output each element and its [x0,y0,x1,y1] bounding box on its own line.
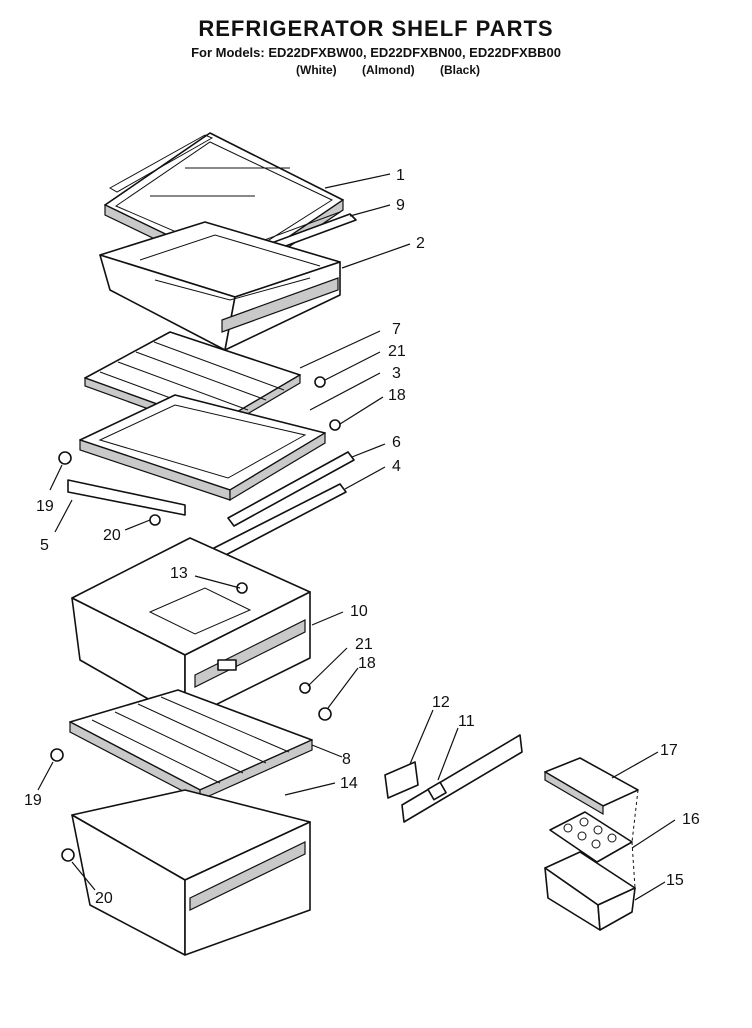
color-almond: (Almond) [362,63,415,77]
callout-11: 11 [458,713,475,730]
callout-20: 20 [103,527,121,544]
trim-strips [213,451,355,559]
callout-13: 13 [170,565,188,582]
callout-10: 10 [350,603,368,620]
callout-19b: 19 [24,792,42,809]
shelf-frame [79,394,326,502]
crisper-drawer [71,537,311,721]
color-black: (Black) [440,63,481,77]
callout-20b: 20 [95,890,113,907]
callout-21: 21 [388,343,406,360]
callout-labels: 1 9 2 7 21 3 18 6 4 19 5 20 13 10 21 18 … [24,167,700,907]
callout-6: 6 [392,434,401,451]
callout-7: 7 [392,321,401,338]
leader-lines [37,173,676,901]
callout-4: 4 [392,458,401,475]
callout-3: 3 [392,365,401,382]
upper-drawer [99,221,341,351]
fasteners [50,376,341,862]
callout-5: 5 [40,537,49,554]
bottom-drawer [71,789,311,956]
side-bracket [67,479,186,516]
callout-17: 17 [660,742,678,759]
callout-1: 1 [396,167,405,184]
color-white: (White) [296,63,337,77]
callout-19: 19 [36,498,54,515]
callout-15: 15 [666,872,684,889]
callout-14: 14 [340,775,358,792]
control-bracket [384,734,523,823]
egg-bin-parts [544,757,639,931]
callout-18: 18 [388,387,406,404]
callout-2: 2 [416,235,425,252]
callout-12: 12 [432,694,450,711]
model-list: For Models: ED22DFXBW00, ED22DFXBN00, ED… [191,45,561,60]
lower-shelf [69,689,313,801]
callout-9: 9 [396,197,405,214]
callout-16: 16 [682,811,700,828]
callout-18b: 18 [358,655,376,672]
diagram-title: REFRIGERATOR SHELF PARTS [198,16,554,41]
callout-21b: 21 [355,636,373,653]
callout-8: 8 [342,751,351,768]
